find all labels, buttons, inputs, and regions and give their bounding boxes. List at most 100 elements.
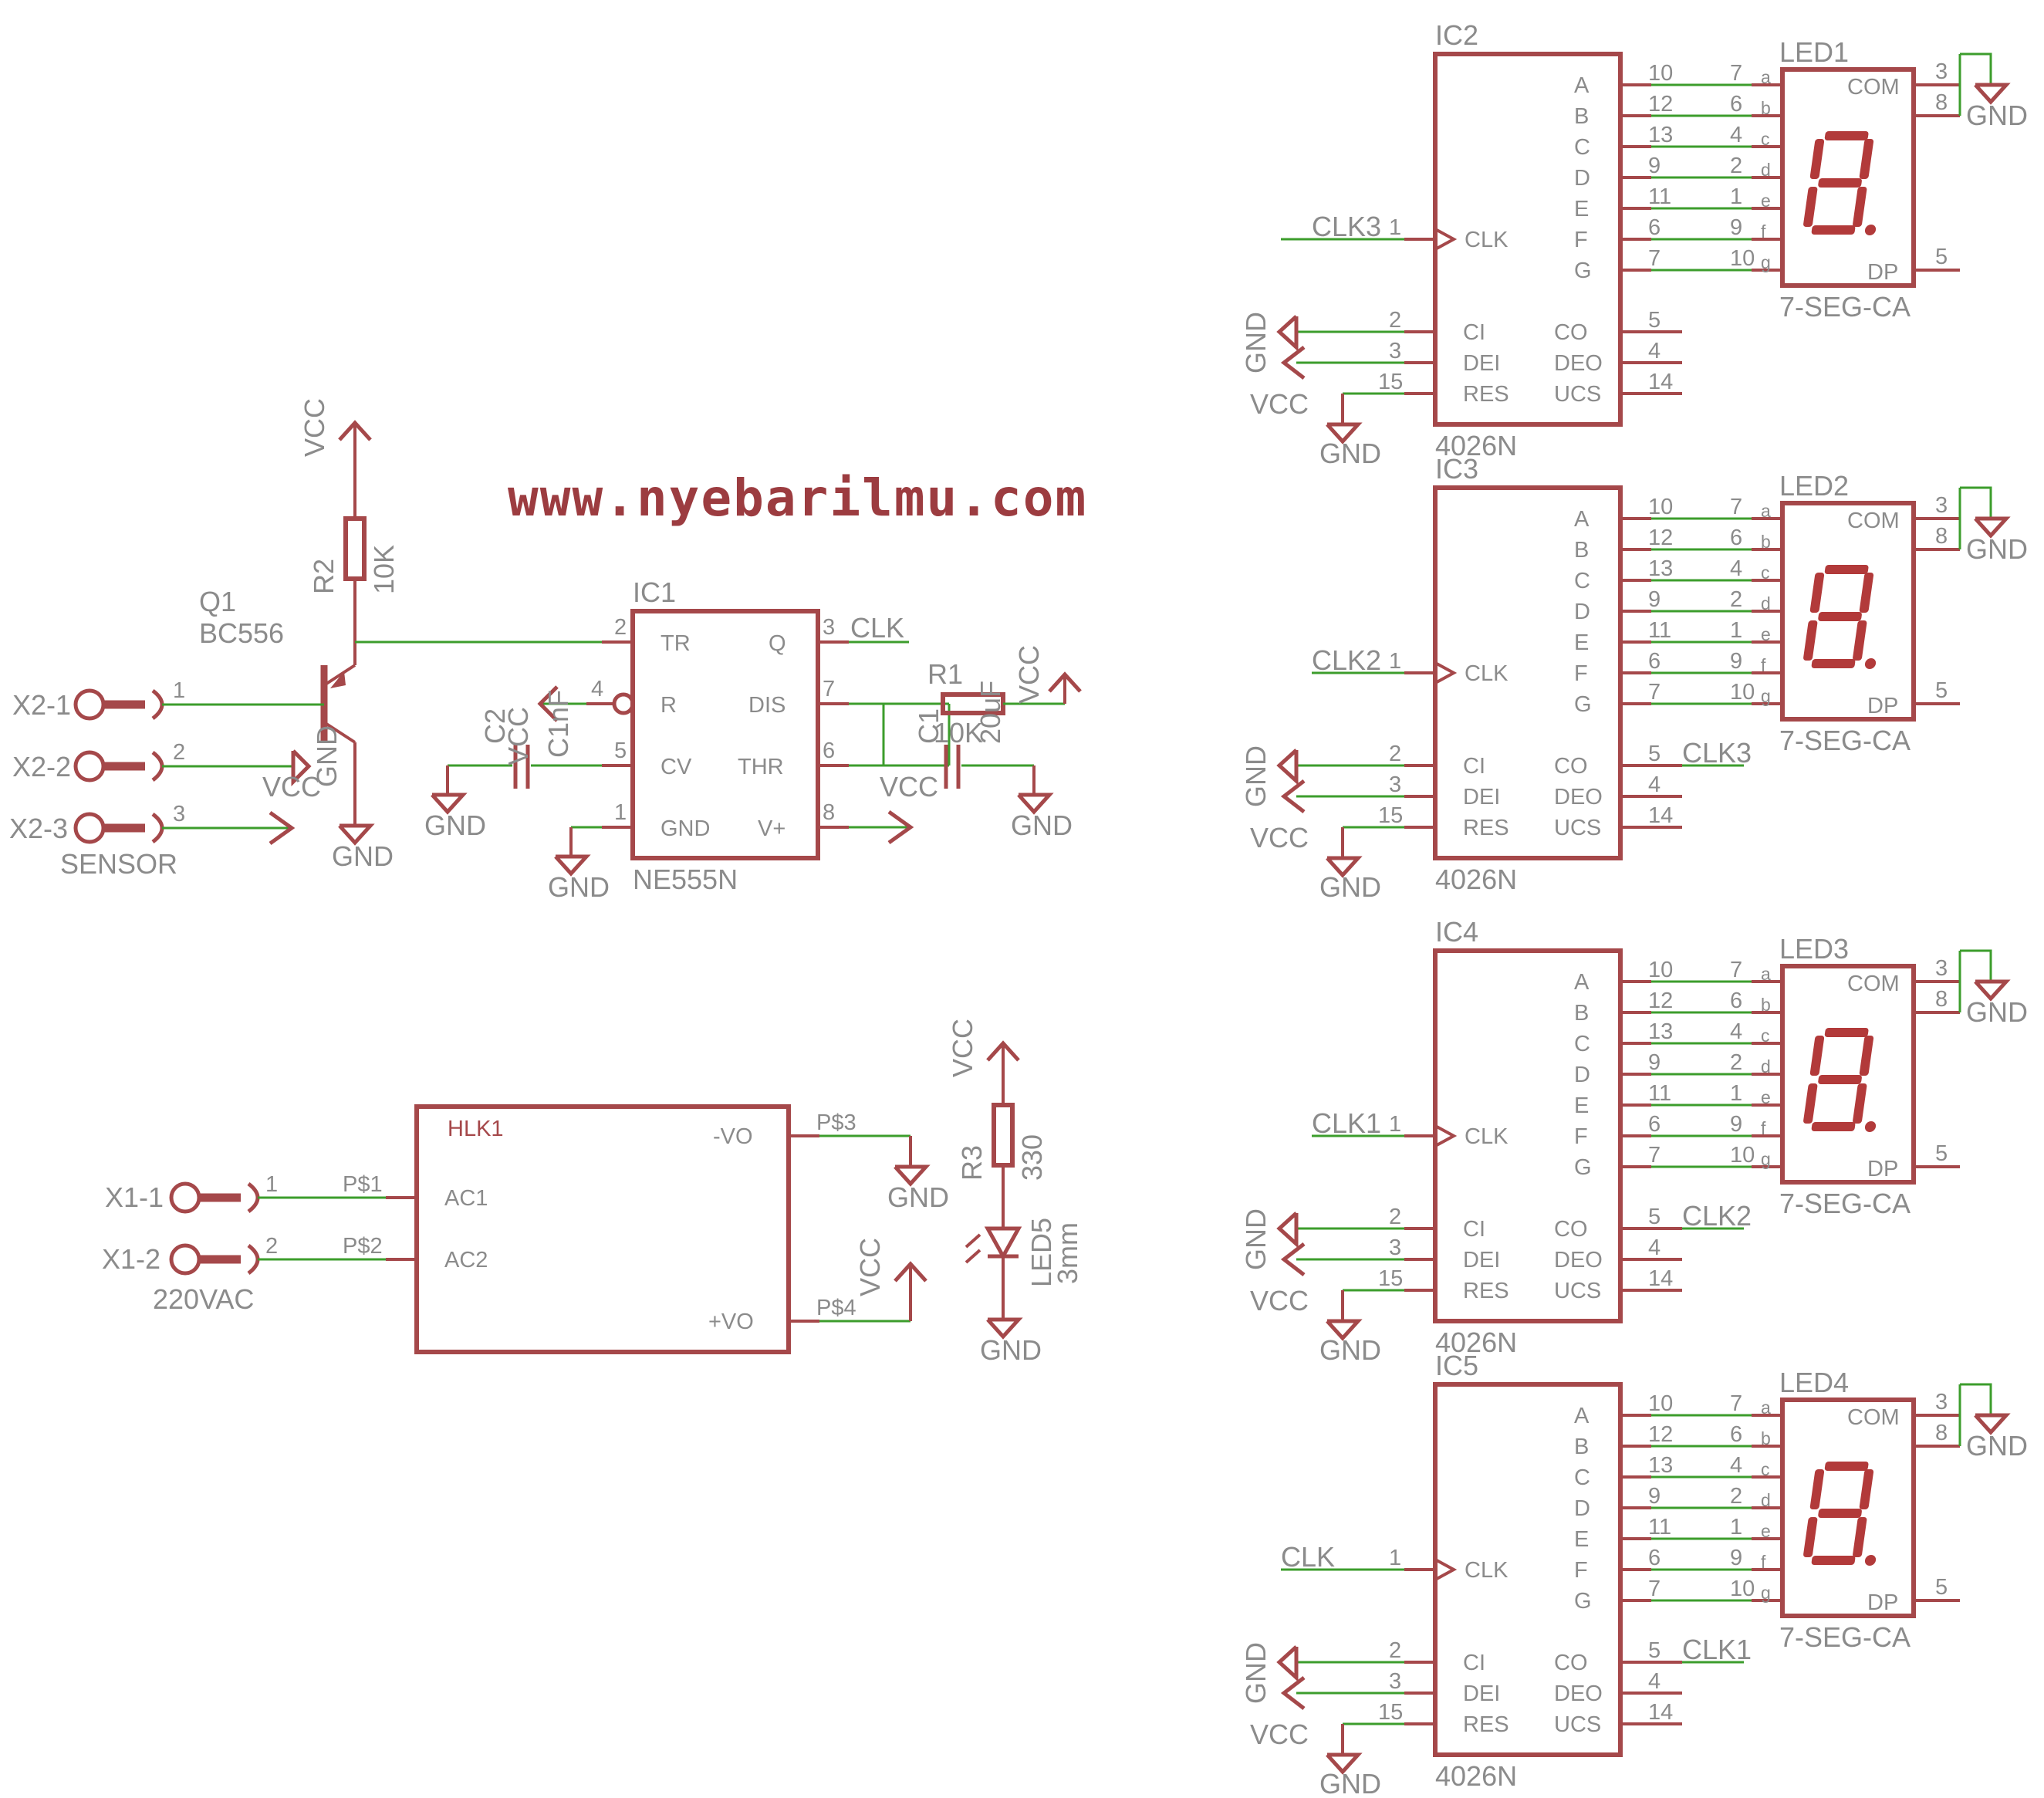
vac-label: 220VAC bbox=[153, 1283, 254, 1315]
counter-clk-pin: 1 bbox=[1389, 1112, 1401, 1137]
counter-output-name: B bbox=[1574, 538, 1589, 563]
counter-output-pin: 6 bbox=[1648, 1112, 1661, 1137]
counter-left-name: RES bbox=[1463, 382, 1509, 407]
q1-part: BC556 bbox=[199, 617, 284, 649]
dp-pin: 5 bbox=[1935, 1575, 1948, 1600]
seg-pin: 4 bbox=[1730, 1453, 1742, 1478]
counter-left-pin: 15 bbox=[1378, 803, 1403, 828]
ic1-name: IC1 bbox=[633, 576, 676, 608]
counter-res-gnd: GND bbox=[1319, 1768, 1381, 1798]
counter-left-pin: 15 bbox=[1378, 1700, 1403, 1725]
counter-co-out-label: CLK1 bbox=[1682, 1634, 1752, 1665]
dp-pin: 5 bbox=[1935, 678, 1948, 703]
seg-letter: d bbox=[1761, 593, 1771, 613]
counter-output-pin: 9 bbox=[1648, 1050, 1661, 1075]
svg-text:Q: Q bbox=[769, 631, 786, 656]
counter-right-name: CO bbox=[1554, 754, 1588, 779]
seg-letter: a bbox=[1761, 67, 1771, 87]
counter-output-name: D bbox=[1574, 166, 1590, 191]
seg-pin: 10 bbox=[1730, 246, 1755, 271]
seg-letter: e bbox=[1761, 191, 1771, 211]
x2-connector: X2-1 1 VCC X2-2 2 X2-3 3 SENSOR bbox=[9, 678, 324, 880]
counter-left-pin: 15 bbox=[1378, 1266, 1403, 1291]
seg-letter: f bbox=[1761, 655, 1766, 675]
counter-left-name: DEI bbox=[1463, 1681, 1500, 1706]
seg-pin: 7 bbox=[1730, 61, 1742, 86]
counter-gnd-label: GND bbox=[1240, 1642, 1272, 1704]
counter-right-name: UCS bbox=[1554, 816, 1601, 840]
c1-vcc-label: VCC bbox=[880, 771, 938, 803]
counter-right-pin: 14 bbox=[1648, 370, 1673, 394]
counter-vcc-label: VCC bbox=[1250, 1285, 1309, 1316]
counter-output-pin: 12 bbox=[1648, 526, 1673, 550]
svg-text:2: 2 bbox=[265, 1234, 278, 1259]
counter-output-name: C bbox=[1574, 1465, 1590, 1490]
counter-output-name: D bbox=[1574, 1496, 1590, 1521]
x2-vcc-label: VCC bbox=[262, 771, 321, 803]
q1-gnd-label: GND bbox=[311, 725, 343, 787]
counter-right-pin: 5 bbox=[1648, 1205, 1661, 1229]
counter-output-name: G bbox=[1574, 259, 1592, 283]
seven-seg-gnd: GND bbox=[1966, 533, 2028, 565]
counter-left-name: RES bbox=[1463, 1279, 1509, 1303]
seg-pin: 7 bbox=[1730, 495, 1742, 519]
c2-vcc-label: VCC bbox=[502, 707, 534, 766]
seg-letter: e bbox=[1761, 1087, 1771, 1107]
counter-output-pin: 7 bbox=[1648, 246, 1661, 271]
seven-seg-digit-icon bbox=[1803, 1028, 1877, 1132]
counter-right-name: UCS bbox=[1554, 1712, 1601, 1737]
counter-res-gnd: GND bbox=[1319, 871, 1381, 903]
seg-pin: 9 bbox=[1730, 1546, 1742, 1570]
hlk-name: HLK1 bbox=[448, 1117, 504, 1141]
r2-vcc-label: VCC bbox=[299, 398, 330, 457]
seg-letter: d bbox=[1761, 1490, 1771, 1510]
counter-ic-part: 4026N bbox=[1435, 1760, 1517, 1792]
svg-text:-VO: -VO bbox=[713, 1124, 753, 1149]
counter-output-pin: 10 bbox=[1648, 1391, 1673, 1416]
dp-pin: 5 bbox=[1935, 1141, 1948, 1166]
seg-letter: b bbox=[1761, 98, 1771, 118]
x1-1-label: X1-1 bbox=[105, 1181, 164, 1213]
counter-clk-pin: 1 bbox=[1389, 1546, 1401, 1570]
counter-right-name: DEO bbox=[1554, 351, 1603, 376]
counter-right-name: UCS bbox=[1554, 382, 1601, 407]
seven-seg-name: LED3 bbox=[1779, 933, 1849, 965]
seg-pin: 10 bbox=[1730, 1577, 1755, 1601]
seg-letter: g bbox=[1761, 252, 1771, 272]
svg-text:THR: THR bbox=[738, 755, 784, 779]
seg-letter: f bbox=[1761, 1552, 1766, 1572]
svg-text:P$1: P$1 bbox=[343, 1172, 383, 1197]
seven-seg-part: 7-SEG-CA bbox=[1779, 1621, 1911, 1653]
counter-left-name: CI bbox=[1463, 1217, 1485, 1242]
seven-seg-body bbox=[1780, 1398, 1916, 1618]
counter-right-pin: 14 bbox=[1648, 1266, 1673, 1291]
seg-pin: 10 bbox=[1730, 1143, 1755, 1168]
counter-vcc-label: VCC bbox=[1250, 1719, 1309, 1750]
svg-text:V+: V+ bbox=[758, 816, 786, 841]
counter-output-pin: 13 bbox=[1648, 123, 1673, 147]
seg-pin: 1 bbox=[1730, 1515, 1742, 1539]
counter-output-pin: 13 bbox=[1648, 1453, 1673, 1478]
seg-letter: d bbox=[1761, 1056, 1771, 1076]
counter-output-name: E bbox=[1574, 1093, 1589, 1118]
counter-output-name: G bbox=[1574, 1589, 1592, 1614]
svg-text:3: 3 bbox=[173, 802, 185, 826]
seg-pin: 2 bbox=[1730, 1050, 1742, 1075]
counter-right-name: UCS bbox=[1554, 1279, 1601, 1303]
counter-left-pin: 3 bbox=[1389, 339, 1401, 363]
counter-gnd-label: GND bbox=[1240, 1208, 1272, 1270]
svg-text:P$3: P$3 bbox=[816, 1110, 856, 1135]
counter-ic-part: 4026N bbox=[1435, 1327, 1517, 1358]
counter-clk-pin: 1 bbox=[1389, 649, 1401, 674]
counter-output-pin: 9 bbox=[1648, 154, 1661, 178]
hlk-vcc: VCC bbox=[854, 1238, 886, 1296]
counter-output-name: F bbox=[1574, 228, 1588, 252]
r3-name: R3 bbox=[956, 1145, 988, 1181]
seven-seg-dp: DP bbox=[1867, 1590, 1898, 1615]
counter-output-pin: 13 bbox=[1648, 556, 1673, 581]
counter-left-name: CI bbox=[1463, 320, 1485, 345]
counter-right-pin: 4 bbox=[1648, 339, 1661, 363]
counter-output-pin: 11 bbox=[1648, 1515, 1671, 1539]
seg-letter: f bbox=[1761, 1118, 1766, 1138]
seg-letter: g bbox=[1761, 686, 1771, 706]
